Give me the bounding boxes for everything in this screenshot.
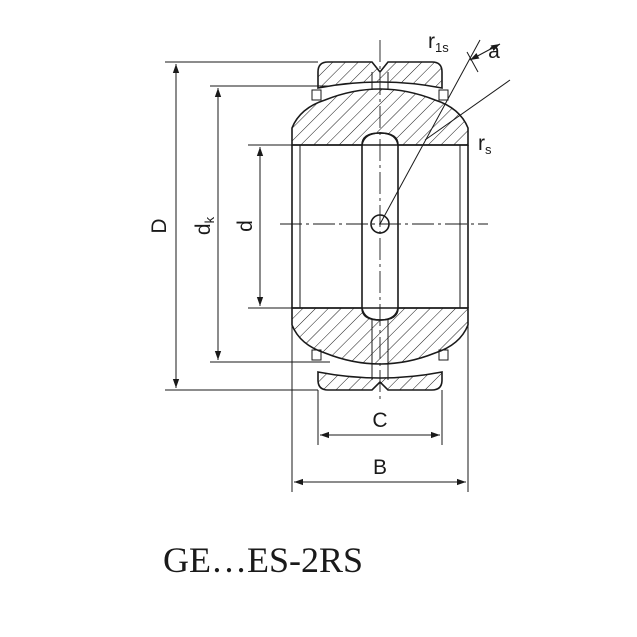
seal-top-left	[311, 89, 322, 101]
label-D: D	[148, 218, 171, 233]
label-rs-group: rs	[478, 132, 492, 157]
label-r1s-group: r1s	[428, 30, 449, 55]
dimension-d: d	[234, 144, 292, 309]
dimension-a: a	[379, 39, 511, 225]
label-C: C	[372, 409, 387, 432]
label-B: B	[373, 456, 387, 479]
dimension-C: C	[317, 390, 443, 445]
center-oil-hole	[370, 214, 390, 234]
label-rs: rs	[478, 132, 492, 157]
dimension-dk: dk	[192, 85, 330, 363]
centerlines	[280, 40, 488, 400]
dimension-B: B	[291, 325, 469, 492]
label-d: d	[234, 220, 257, 232]
page-title: GE…ES-2RS	[163, 540, 363, 580]
seal-top-right	[438, 89, 449, 101]
label-r1s: r1s	[428, 30, 449, 55]
label-dk: dk	[192, 216, 217, 235]
label-a: a	[488, 40, 500, 63]
